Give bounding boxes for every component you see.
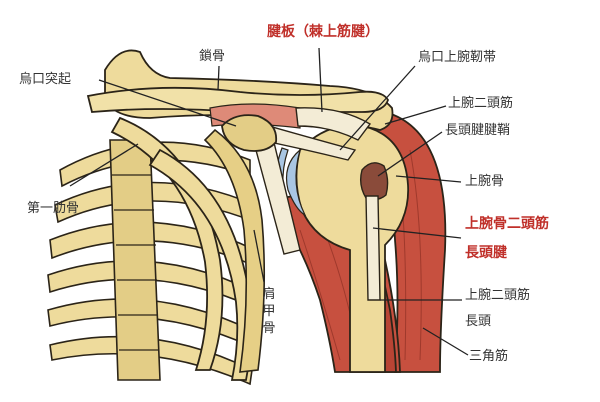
label-biceps-muscle: 上腕二頭筋 [448,96,514,111]
label-scapula: 肩甲骨 [262,287,276,336]
label-biceps-long-head-tendon-line2: 長頭腱 [465,245,507,261]
label-humerus: 上腕骨 [465,174,505,189]
label-long-head-sheath: 長頭腱腱鞘 [445,123,511,138]
label-first-rib: 第一肋骨 [27,201,80,216]
label-biceps-long-head-tendon-line1: 上腕骨二頭筋 [465,216,549,232]
label-biceps-long-head-line2: 長頭 [465,314,492,329]
rib-cage [47,139,256,386]
long-head-tendon [365,195,381,301]
label-deltoid: 三角筋 [469,349,509,364]
articular-cartilage [285,148,307,217]
leader-lines [69,47,469,356]
label-coracohumeral-ligament: 烏口上腕靭帯 [418,50,497,65]
tendon-sheath [359,162,389,201]
coracoid-bone [221,114,278,152]
label-biceps-long-head-line1: 上腕二頭筋 [465,288,531,303]
scapula-shape [203,128,266,373]
label-tendon-plate: 腱板（棘上筋腱） [267,24,379,40]
label-coracoid-process: 烏口突起 [19,72,72,87]
spine [109,139,161,381]
label-clavicle: 鎖骨 [199,49,226,64]
